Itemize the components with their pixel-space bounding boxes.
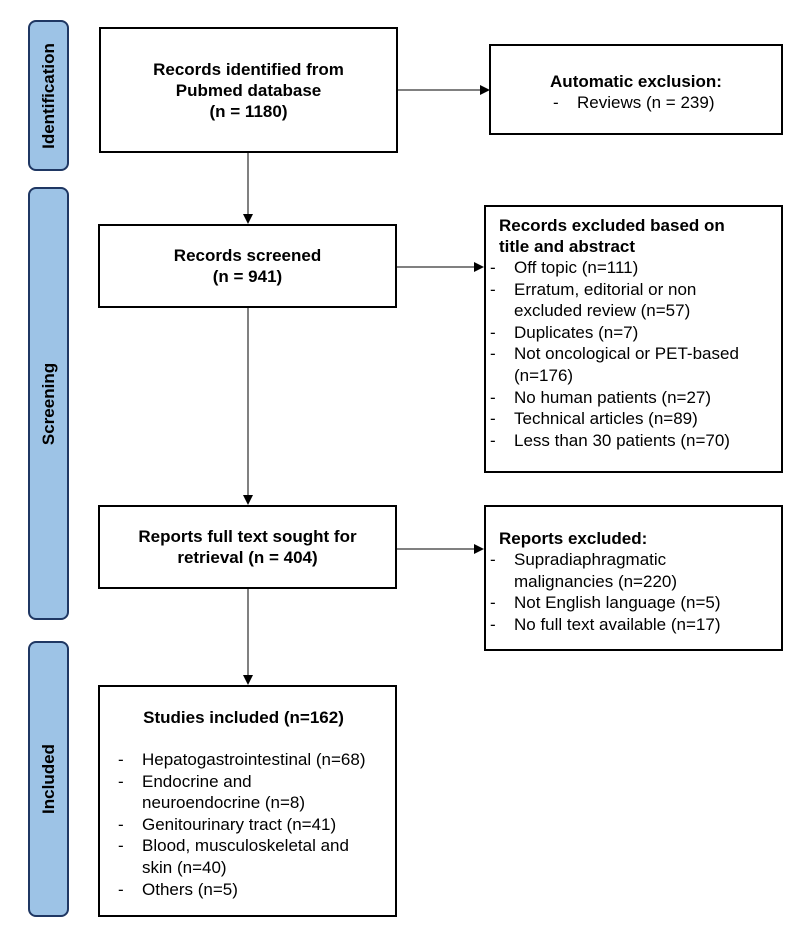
phase-included: Included <box>28 641 69 917</box>
included-list: Hepatogastrointestinal (n=68) Endocrine a… <box>114 749 395 900</box>
list-item-line: Reviews (n = 239) <box>577 93 715 112</box>
screened-box: Records screened (n = 941) <box>98 224 397 308</box>
list-item-line: skin (n=40) <box>142 857 227 877</box>
auto-exclusion-list: Reviews (n = 239) <box>549 92 781 114</box>
excluded-title-abstract-box: Records excluded based on title and abstr… <box>484 205 783 473</box>
reports-excluded-box: Reports excluded: Supradiaphragmatic mali… <box>484 505 783 651</box>
included-title: Studies included (n=162) <box>143 708 344 727</box>
list-item-line: Supradiaphragmatic <box>514 550 667 569</box>
list-item-line: Technical articles (n=89) <box>514 409 698 429</box>
list-item-line: Others (n=5) <box>142 879 238 899</box>
list-item-line: Off topic (n=111) <box>514 258 639 277</box>
auto-exclusion-box: Automatic exclusion: Reviews (n = 239) <box>489 44 783 135</box>
text-line: Pubmed database <box>175 80 322 100</box>
text-line: title and abstract <box>499 237 636 256</box>
list-item-line: Erratum, editorial or non <box>514 279 697 299</box>
list-item: Others (n=5) <box>114 879 395 901</box>
list-item: Off topic (n=111) <box>486 257 781 279</box>
list-item-line: Hepatogastrointestinal (n=68) <box>142 750 366 769</box>
list-item: Supradiaphragmatic malignancies (n=220) <box>486 549 781 592</box>
phase-identification: Identification <box>28 20 69 171</box>
full-text-box: Reports full text sought for retrieval (n… <box>98 505 397 589</box>
list-item-line: (n=176) <box>514 365 574 385</box>
list-item-line: Blood, musculoskeletal and <box>142 836 349 856</box>
list-item-line: Not English language (n=5) <box>514 593 721 613</box>
list-item-line: Not oncological or PET-based <box>514 344 739 364</box>
list-item: Reviews (n = 239) <box>549 92 781 114</box>
text-line: (n = 941) <box>212 267 283 286</box>
list-item: Genitourinary tract (n=41) <box>114 814 395 836</box>
list-item-line: excluded review (n=57) <box>514 301 691 321</box>
list-item: Not oncological or PET-based(n=176) <box>486 343 781 386</box>
text-line: (n = 1180) <box>209 101 288 121</box>
text-line: Records identified from <box>153 59 344 79</box>
text-line: Records excluded based on <box>499 216 725 235</box>
excluded-title-abstract-list: Off topic (n=111) Erratum, editorial or n… <box>486 257 781 451</box>
text-line: Records screened <box>173 246 322 265</box>
reports-excluded-title: Reports excluded: <box>499 529 648 548</box>
auto-exclusion-title: Automatic exclusion: <box>550 72 722 91</box>
list-item: No human patients (n=27) <box>486 387 781 409</box>
text-line: retrieval (n = 404) <box>177 548 318 567</box>
list-item: No full text available (n=17) <box>486 614 781 636</box>
list-item-line: malignancies (n=220) <box>514 571 678 591</box>
included-box: Studies included (n=162) Hepatogastroint… <box>98 685 397 917</box>
phase-screening: Screening <box>28 187 69 620</box>
list-item-line: Genitourinary tract (n=41) <box>142 814 337 834</box>
list-item-line: Less than 30 patients (n=70) <box>514 430 730 450</box>
list-item: Duplicates (n=7) <box>486 322 781 344</box>
list-item: Less than 30 patients (n=70) <box>486 430 781 452</box>
list-item-line: No human patients (n=27) <box>514 387 712 407</box>
list-item: Hepatogastrointestinal (n=68) <box>114 749 395 771</box>
excluded-title-abstract-title: Records excluded based on title and abstr… <box>499 215 781 257</box>
text-line: Reports full text sought for <box>138 527 357 546</box>
full-text-text: Reports full text sought for retrieval (n… <box>138 526 356 568</box>
list-item-line: Duplicates (n=7) <box>514 322 639 342</box>
screened-text: Records screened (n = 941) <box>174 245 321 287</box>
list-item-line: No full text available (n=17) <box>514 614 721 634</box>
list-item: Technical articles (n=89) <box>486 408 781 430</box>
list-item-line: neuroendocrine (n=8) <box>142 793 306 813</box>
list-item: Not English language (n=5) <box>486 592 781 614</box>
list-item-line: Endocrine and <box>142 771 252 791</box>
